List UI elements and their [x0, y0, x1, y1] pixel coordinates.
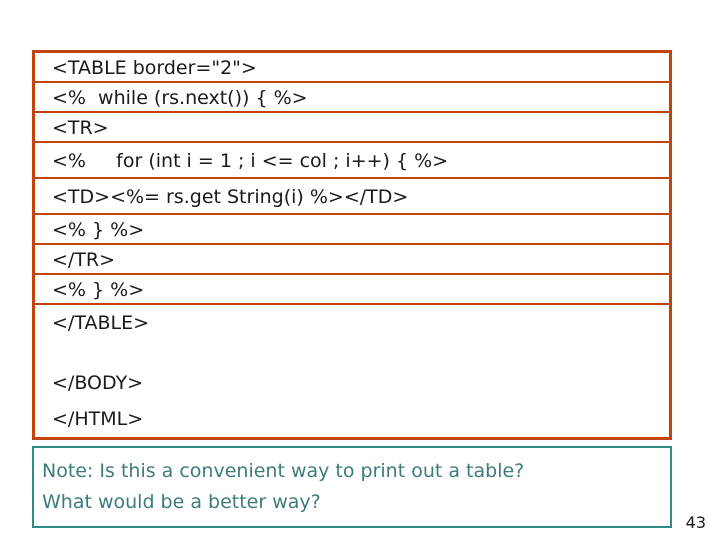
note-line: Note: Is this a convenient way to print … [42, 460, 525, 482]
code-line: </BODY> [52, 372, 144, 394]
code-line: <% } %> [35, 275, 669, 305]
note-line: What would be a better way? [42, 491, 321, 513]
note-block: Note: Is this a convenient way to print … [32, 446, 672, 528]
code-line: </TABLE> [52, 312, 149, 334]
code-line-blank [35, 341, 669, 365]
code-line: <% while (rs.next()) { %> [35, 83, 669, 113]
code-line: </HTML> [52, 408, 144, 430]
code-line: <% } %> [35, 215, 669, 245]
code-line: <TR> [35, 113, 669, 143]
code-line: <TABLE border="2"> [35, 53, 669, 83]
code-line: <TD><%= rs.get String(i) %></TD> [35, 179, 669, 215]
code-block: <TABLE border="2"> <% while (rs.next()) … [32, 50, 672, 440]
slide-number: 43 [685, 513, 706, 532]
code-line: <% for (int i = 1 ; i <= col ; i++) { %> [35, 143, 669, 179]
code-line: </TR> [35, 245, 669, 275]
